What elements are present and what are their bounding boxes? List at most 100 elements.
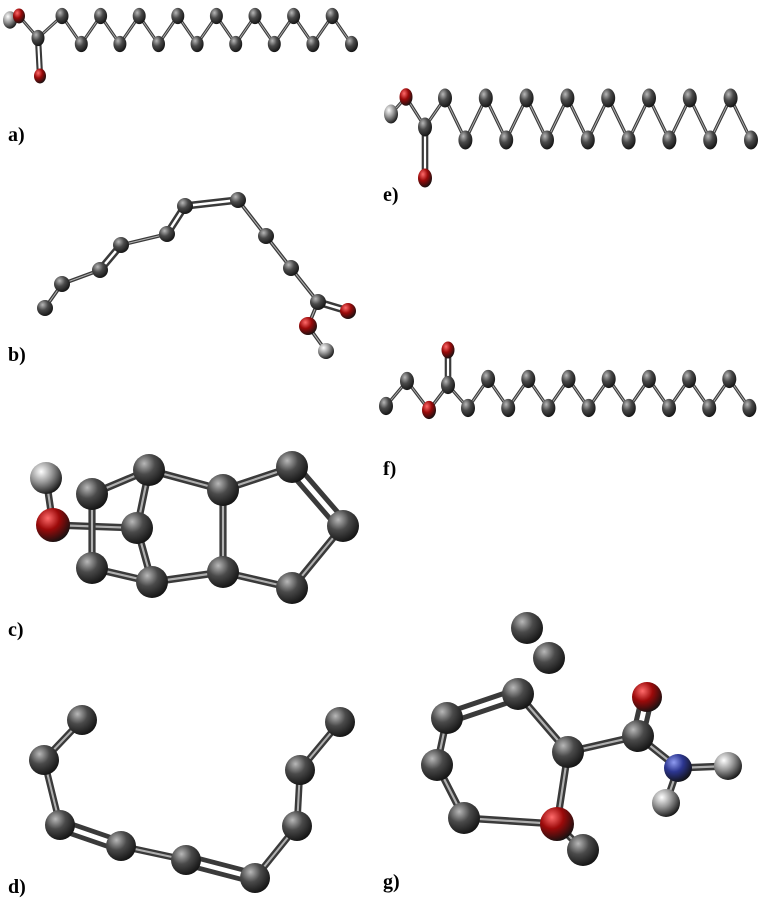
- carbon-atom-e-11: [580, 130, 595, 150]
- carbon-atom-a-19: [345, 35, 358, 53]
- carbon-atom-f-5: [461, 398, 475, 418]
- carbon-atom-b-9: [310, 294, 326, 310]
- carbon-atom-d-6: [282, 811, 312, 841]
- carbon-atom-g-0: [511, 612, 543, 644]
- carbon-atom-d-2: [45, 810, 75, 840]
- carbon-atom-d-1: [29, 745, 59, 775]
- carbon-atom-a-11: [190, 35, 204, 53]
- carbon-atom-b-7: [258, 228, 274, 244]
- carbon-atom-e-6: [478, 88, 493, 108]
- hydrogen-atom-c-0: [30, 462, 62, 494]
- carbon-atom-e-16: [682, 88, 697, 108]
- carbon-atom-f-16: [682, 369, 697, 389]
- carbon-atom-f-18: [722, 369, 737, 389]
- carbon-atom-b-5: [177, 198, 193, 214]
- oxygen-atom-g-8: [632, 682, 662, 712]
- carbon-atom-c-11: [276, 572, 308, 604]
- carbon-atom-a-10: [171, 7, 185, 25]
- carbon-atom-f-7: [501, 398, 516, 418]
- carbon-atom-a-4: [55, 7, 69, 25]
- carbon-atom-a-8: [132, 7, 146, 25]
- panel-label-f: f): [383, 458, 396, 480]
- carbon-atom-f-1: [400, 371, 414, 391]
- carbon-atom-d-0: [67, 705, 97, 735]
- carbon-atom-f-11: [581, 398, 596, 418]
- oxygen-atom-c-1: [36, 508, 70, 542]
- hydrogen-atom-g-10: [714, 752, 742, 780]
- hydrogen-atom-b-12: [318, 343, 334, 359]
- oxygen-atom-a-1: [13, 8, 25, 24]
- carbon-atom-b-0: [37, 300, 53, 316]
- carbon-atom-e-17: [703, 130, 718, 150]
- hydrogen-atom-g-11: [652, 789, 680, 817]
- carbon-atom-b-4: [159, 226, 175, 242]
- carbon-atom-d-7: [285, 755, 315, 785]
- carbon-atom-c-10: [327, 510, 359, 542]
- carbon-atom-b-8: [283, 260, 299, 276]
- carbon-atom-a-6: [94, 7, 108, 25]
- carbon-atom-f-14: [641, 369, 656, 389]
- carbon-atom-g-13: [567, 834, 599, 866]
- carbon-atom-c-7: [207, 474, 239, 506]
- carbon-atom-c-3: [121, 512, 153, 544]
- carbon-atom-a-12: [209, 7, 223, 25]
- carbon-atom-e-12: [601, 88, 616, 108]
- carbon-atom-g-4: [421, 749, 453, 781]
- carbon-atom-e-5: [458, 130, 473, 150]
- carbon-atom-f-19: [742, 398, 757, 418]
- carbon-atom-c-9: [276, 451, 308, 483]
- carbon-atom-a-17: [306, 35, 320, 53]
- carbon-atom-c-6: [136, 566, 168, 598]
- carbon-atom-e-4: [438, 88, 452, 108]
- carbon-atom-c-2: [76, 478, 108, 510]
- carbon-atom-f-10: [561, 369, 576, 389]
- carbon-atom-g-3: [502, 678, 534, 710]
- carbon-atom-f-15: [662, 398, 676, 418]
- oxygen-atom-b-10: [340, 303, 356, 319]
- carbon-atom-f-3: [441, 375, 455, 395]
- oxygen-atom-g-12: [540, 807, 574, 841]
- carbon-atom-e-15: [662, 130, 677, 150]
- carbon-atom-d-4: [171, 845, 201, 875]
- carbon-atom-a-2: [31, 29, 45, 47]
- carbon-atom-b-6: [230, 192, 246, 208]
- carbon-atom-e-14: [642, 88, 656, 108]
- bonds-layer: [8, 14, 753, 885]
- carbon-atom-b-2: [92, 262, 108, 278]
- nitrogen-atom-g-9: [664, 754, 692, 782]
- bond-b-5: [183, 196, 239, 205]
- carbon-atom-f-17: [702, 398, 717, 418]
- carbon-atom-e-10: [560, 88, 575, 108]
- panel-label-a: a): [8, 124, 25, 146]
- carbon-atom-a-16: [287, 7, 301, 25]
- carbon-atom-a-14: [248, 7, 262, 25]
- carbon-atom-d-3: [106, 831, 136, 861]
- carbon-atom-c-8: [207, 556, 239, 588]
- carbon-atom-f-12: [601, 369, 616, 389]
- carbon-atom-e-2: [418, 117, 432, 137]
- carbon-atom-e-9: [540, 130, 554, 150]
- carbon-atom-f-13: [621, 398, 636, 418]
- carbon-atom-a-5: [74, 35, 88, 53]
- carbon-atom-a-13: [229, 35, 243, 53]
- oxygen-atom-b-11: [299, 317, 317, 335]
- carbon-atom-c-5: [133, 454, 165, 486]
- oxygen-atom-f-4: [441, 341, 455, 359]
- panel-label-g: g): [383, 871, 400, 893]
- carbon-atom-e-18: [723, 88, 738, 108]
- carbon-atom-c-4: [76, 552, 108, 584]
- panel-labels: a) b) c) d) e) f) g): [8, 124, 400, 898]
- oxygen-atom-a-3: [34, 68, 46, 84]
- carbon-atom-a-7: [113, 35, 127, 53]
- carbon-atom-a-9: [152, 35, 165, 53]
- carbon-atom-g-1: [533, 642, 565, 674]
- carbon-atom-g-7: [622, 720, 654, 752]
- oxygen-atom-e-3: [418, 168, 432, 188]
- oxygen-atom-e-1: [399, 88, 413, 106]
- carbon-atom-e-7: [499, 130, 514, 150]
- carbon-atom-f-9: [541, 398, 556, 418]
- hydrogen-atom-e-0: [384, 104, 398, 124]
- carbon-atom-a-18: [325, 7, 339, 25]
- carbon-atom-d-8: [325, 707, 355, 737]
